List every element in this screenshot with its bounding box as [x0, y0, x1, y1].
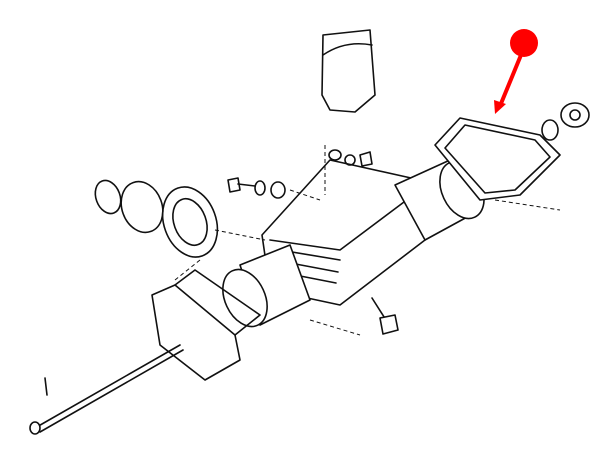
fasteners — [227, 149, 373, 199]
bezel-left — [161, 186, 219, 258]
callout-dot — [510, 29, 538, 57]
end-cap — [560, 102, 590, 128]
seal-ring — [541, 119, 559, 141]
bolt — [371, 297, 399, 335]
top-bracket — [321, 29, 376, 113]
rings-left — [94, 179, 164, 234]
rod — [29, 344, 184, 435]
callout-marker — [494, 29, 538, 114]
lens-cover-left — [151, 269, 261, 381]
leader-lines — [174, 145, 561, 336]
gasket-right — [434, 117, 561, 201]
cylinder-left — [222, 244, 311, 328]
